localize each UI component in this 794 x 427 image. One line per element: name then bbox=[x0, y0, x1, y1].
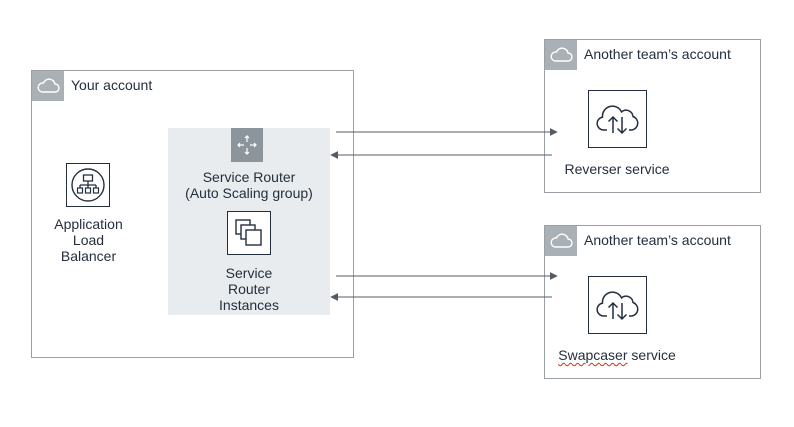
swapcaser-service-suffix: service bbox=[627, 347, 676, 363]
another-team-account-2-title: Another team’s account bbox=[584, 232, 731, 248]
alb-label: Application Load Balancer bbox=[38, 216, 139, 264]
instances-label-line-1: Service bbox=[225, 265, 273, 281]
cloud-upload-download-icon bbox=[588, 90, 647, 148]
another-team-account-2: Another team’s account bbox=[544, 225, 761, 379]
service-router-title-line-1: Service Router bbox=[202, 169, 296, 185]
cloud-icon bbox=[545, 40, 577, 70]
your-account-title: Your account bbox=[71, 77, 153, 93]
instances-label-line-2: Router bbox=[227, 281, 271, 297]
another-team-account-1: Another team’s account bbox=[544, 39, 761, 193]
instances-label-line-3: Instances bbox=[219, 297, 279, 313]
alb-label-line-2: Load bbox=[72, 232, 105, 248]
swapcaser-service-name: Swapcaser bbox=[558, 347, 628, 363]
another-team-account-1-title: Another team’s account bbox=[584, 46, 731, 62]
cloud-upload-download-icon bbox=[588, 276, 647, 334]
router-instances-label: Service Router Instances bbox=[198, 265, 300, 313]
cloud-icon bbox=[545, 226, 577, 256]
reverser-service-name: Reverser bbox=[564, 161, 622, 177]
load-balancer-icon bbox=[66, 163, 110, 207]
instances-icon bbox=[227, 211, 271, 255]
cloud-icon bbox=[32, 71, 64, 101]
service-router-title-line-2: (Auto Scaling group) bbox=[185, 185, 313, 201]
service-router-group-title: Service Router (Auto Scaling group) bbox=[168, 169, 330, 201]
auto-scaling-arrows-icon bbox=[231, 128, 263, 162]
reverser-service-suffix: service bbox=[621, 161, 670, 177]
alb-label-line-3: Balancer bbox=[60, 248, 117, 264]
swapcaser-service-label: Swapcaser service bbox=[544, 347, 690, 363]
reverser-service-label: Reverser service bbox=[544, 161, 690, 177]
alb-label-line-1: Application bbox=[54, 216, 123, 232]
